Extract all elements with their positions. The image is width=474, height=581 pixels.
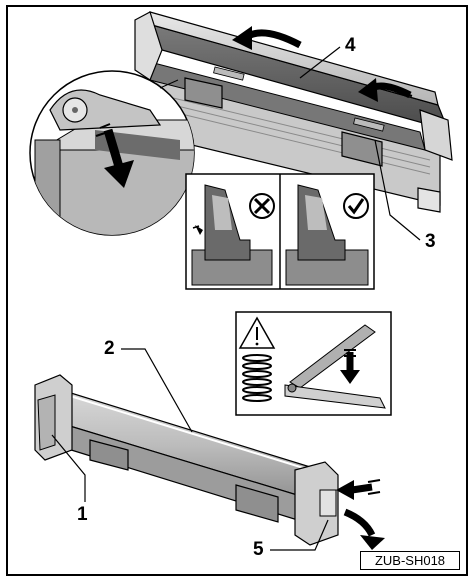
- leader-2: [121, 348, 193, 433]
- callout-2: 2: [104, 338, 115, 359]
- detail-circle: [29, 70, 195, 236]
- right-profile: [285, 184, 369, 286]
- bottom-carrier-closed: [34, 374, 385, 550]
- wrong-profile: [191, 184, 273, 286]
- leader-5: [270, 519, 329, 551]
- figure-frame: [6, 5, 468, 576]
- spring-icon: [242, 354, 272, 402]
- reference-code-label: ZUB-SH018: [360, 551, 460, 570]
- leader-3: [374, 139, 421, 241]
- callout-5: 5: [253, 539, 264, 560]
- leader-lines: [51, 46, 421, 551]
- wrong-right-inset: [185, 173, 375, 290]
- callout-1: 1: [77, 504, 88, 525]
- check-circle-icon: [343, 193, 369, 219]
- callout-3: 3: [425, 231, 436, 252]
- callout-4: 4: [345, 35, 356, 56]
- warning-triangle-icon: [238, 316, 276, 349]
- leader-4: [299, 46, 341, 79]
- leader-1: [51, 434, 86, 502]
- warning-inset: [235, 311, 392, 416]
- top-carrier-open: [129, 11, 453, 213]
- x-circle-icon: [249, 193, 275, 219]
